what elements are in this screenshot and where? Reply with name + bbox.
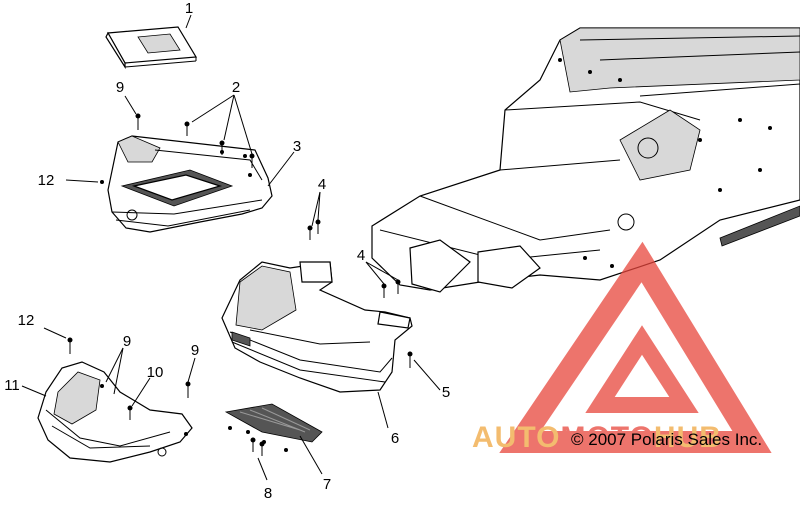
bolt-4a (307, 225, 313, 240)
callout-8: 8 (264, 485, 272, 501)
bolt-4c (381, 283, 387, 298)
bolt-2c (249, 153, 255, 168)
callout-2: 2 (232, 79, 240, 96)
callout-9b: 9 (123, 333, 131, 350)
callout-3: 3 (293, 138, 301, 155)
fasteners (67, 113, 413, 456)
callout-4b: 4 (357, 247, 365, 264)
part-6-belly-pan (221, 261, 413, 393)
callout-4a: 4 (318, 176, 326, 193)
bolt-2a (184, 121, 190, 136)
bolt-9c (185, 381, 191, 398)
bolt-8b (259, 441, 265, 456)
part-3-upper-cover (100, 135, 273, 233)
copyright-text: © 2007 Polaris Sales Inc. (571, 430, 762, 449)
watermark-logo: AUTOMOTOHUB (472, 241, 772, 454)
callout-9a: 9 (116, 79, 124, 96)
watermark-text: AUTOMOTOHUB (472, 421, 722, 454)
callout-1: 1 (185, 0, 193, 17)
bolt-8a (250, 437, 256, 452)
callout-5: 5 (442, 384, 450, 401)
bolt-12b (67, 337, 73, 354)
callout-11: 11 (4, 377, 20, 394)
callout-10: 10 (147, 364, 164, 381)
callout-7: 7 (323, 476, 331, 493)
callout-12b: 12 (18, 312, 35, 329)
part-1-plate (105, 26, 198, 70)
callout-6: 6 (391, 430, 399, 447)
chassis-frame (371, 27, 800, 293)
bolt-2b (219, 140, 225, 155)
bolt-5 (407, 351, 413, 368)
bolt-9a (135, 113, 141, 130)
part-7-mesh-plate (224, 403, 323, 452)
bolt-4b (315, 219, 321, 234)
part-11-nose-cone (37, 361, 193, 463)
bolt-4d (395, 279, 401, 294)
leader-lines (21, 14, 441, 481)
callout-labels: 1 2 3 4 4 5 6 7 8 9 9 9 10 11 12 12 (4, 0, 450, 502)
callout-9c: 9 (191, 342, 199, 359)
watermark-triangle-icon (499, 241, 772, 453)
bolt-10 (127, 405, 133, 420)
callout-12a: 12 (38, 172, 55, 189)
